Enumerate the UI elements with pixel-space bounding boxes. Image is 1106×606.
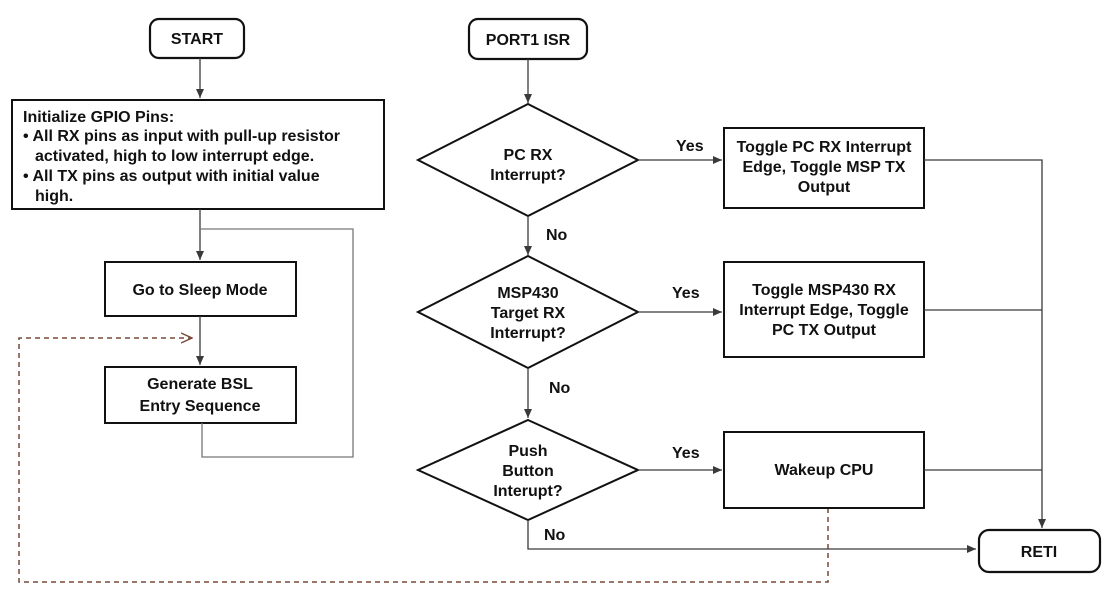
sleep-mode-box: Go to Sleep Mode — [104, 261, 297, 317]
toggle-pc-line-1: Toggle PC RX Interrupt — [737, 139, 912, 156]
pc-rx-line-2: Interrupt? — [490, 167, 566, 184]
start-label: START — [171, 31, 223, 48]
push-no-label: No — [544, 527, 566, 544]
toggle-pc-line-3: Output — [798, 179, 851, 196]
init-gpio-line-3: activated, high to low interrupt edge. — [35, 148, 314, 165]
toggle-msp430-line-2: Interrupt Edge, Toggle — [739, 302, 909, 319]
toggle-msp430-box: Toggle MSP430 RX Interrupt Edge, Toggle … — [723, 261, 925, 358]
push-button-line-2: Button — [502, 463, 554, 480]
push-button-line-1: Push — [508, 443, 547, 460]
edge-bsl-loop-back — [200, 228, 354, 458]
init-gpio-box: Initialize GPIO Pins: • All RX pins as i… — [11, 99, 385, 210]
init-gpio-line-1: Initialize GPIO Pins: — [23, 109, 174, 126]
init-gpio-line-4: • All TX pins as output with initial val… — [23, 168, 320, 185]
pc-yes-label: Yes — [676, 138, 704, 155]
msp430-rx-line-1: MSP430 — [497, 285, 558, 302]
push-button-line-3: Interupt? — [493, 483, 562, 500]
generate-bsl-box: Generate BSL Entry Sequence — [104, 366, 297, 424]
edge-push-no — [527, 520, 976, 553]
wakeup-cpu-box: Wakeup CPU — [723, 431, 925, 509]
msp430-rx-line-3: Interrupt? — [490, 325, 566, 342]
port1-isr-terminator: PORT1 ISR — [467, 17, 589, 61]
pc-rx-line-1: PC RX — [504, 147, 553, 164]
msp-yes-label: Yes — [672, 285, 700, 302]
msp430-rx-decision: MSP430 Target RX Interrupt? — [415, 254, 641, 370]
start-terminator: START — [148, 17, 246, 60]
pc-no-label: No — [546, 227, 568, 244]
edge-wakeup-dashed — [18, 338, 829, 583]
toggle-msp430-line-3: PC TX Output — [772, 322, 877, 339]
init-gpio-line-2: • All RX pins as input with pull-up resi… — [23, 128, 340, 145]
push-button-decision: Push Button Interupt? — [415, 418, 641, 522]
reti-terminator: RETI — [977, 528, 1102, 574]
wakeup-cpu-label: Wakeup CPU — [775, 462, 874, 479]
sleep-mode-label: Go to Sleep Mode — [132, 282, 267, 299]
port1-isr-label: PORT1 ISR — [486, 32, 571, 49]
edge-toggle-pc-to-reti — [924, 159, 1046, 528]
msp-no-label: No — [549, 380, 571, 397]
push-yes-label: Yes — [672, 445, 700, 462]
msp430-rx-line-2: Target RX — [491, 305, 566, 322]
pc-rx-decision: PC RX Interrupt? — [415, 102, 641, 218]
init-gpio-line-5: high. — [35, 188, 73, 205]
toggle-pc-line-2: Edge, Toggle MSP TX — [743, 159, 906, 176]
toggle-msp430-line-1: Toggle MSP430 RX — [752, 282, 896, 299]
generate-bsl-line-2: Entry Sequence — [140, 398, 261, 415]
toggle-pc-box: Toggle PC RX Interrupt Edge, Toggle MSP … — [723, 127, 925, 209]
reti-label: RETI — [1021, 544, 1057, 561]
generate-bsl-line-1: Generate BSL — [147, 376, 253, 393]
